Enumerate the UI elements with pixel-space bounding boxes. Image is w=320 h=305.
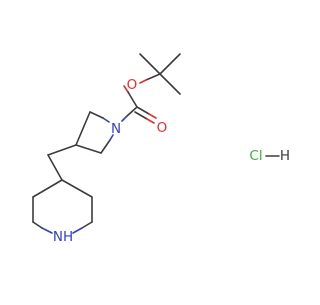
- bond-tbu-c-to-o-red: [139, 79, 147, 84]
- bond-ch2-to-piperidine: [47, 154, 63, 181]
- bond-o-to-carbonyl-red: [123, 85, 129, 93]
- bond-ring-right: [100, 139, 111, 154]
- bond-pip-3: [81, 221, 93, 229]
- bond-ring-right-blue: [109, 134, 114, 141]
- bond-ring-left-upper: [75, 111, 91, 146]
- bond-n-ring-top-blue: [102, 117, 110, 123]
- atom-label-chlorine: Cl: [249, 148, 262, 164]
- bond-ring-to-ch2: [47, 144, 77, 156]
- bond-pip-3-blue: [72, 227, 83, 234]
- bond-tbu-c-methyl-left: [139, 53, 161, 75]
- atom-label-salt-hydrogen: H: [280, 148, 290, 164]
- atom-label-carbonyl-oxygen: O: [157, 120, 168, 136]
- bond-carbonyl-double-b-red: [146, 118, 155, 124]
- bond-carbonyl-double-b: [134, 111, 148, 120]
- atom-label-piperidine-nitrogen: NH: [53, 229, 73, 245]
- bond-tbu-c-to-o: [145, 73, 161, 81]
- bond-pip-4: [32, 221, 43, 229]
- bond-carbonyl-to-n-blue: [121, 115, 128, 122]
- bond-ring-bottom: [75, 144, 102, 154]
- bond-carbonyl-double-a-red: [148, 113, 157, 119]
- bond-carbonyl-to-n: [126, 106, 138, 117]
- bond-pip-4-blue: [41, 227, 53, 234]
- bond-pip-6: [32, 179, 63, 198]
- bond-tbu-c-methyl-down: [159, 73, 181, 95]
- atom-label-ester-oxygen: O: [127, 77, 138, 93]
- structure-diagram: O O N NH Cl H: [32, 53, 290, 245]
- molecule-drawing: O O N NH Cl H: [32, 53, 290, 245]
- bond-tbu-c-methyl-right: [159, 53, 181, 75]
- bond-o-to-carbonyl: [127, 91, 138, 108]
- bond-pip-1: [61, 179, 93, 198]
- bond-n-ring-top: [89, 111, 104, 119]
- atom-label-azetidine-nitrogen: N: [111, 121, 121, 137]
- bond-carbonyl-double-a: [136, 106, 150, 115]
